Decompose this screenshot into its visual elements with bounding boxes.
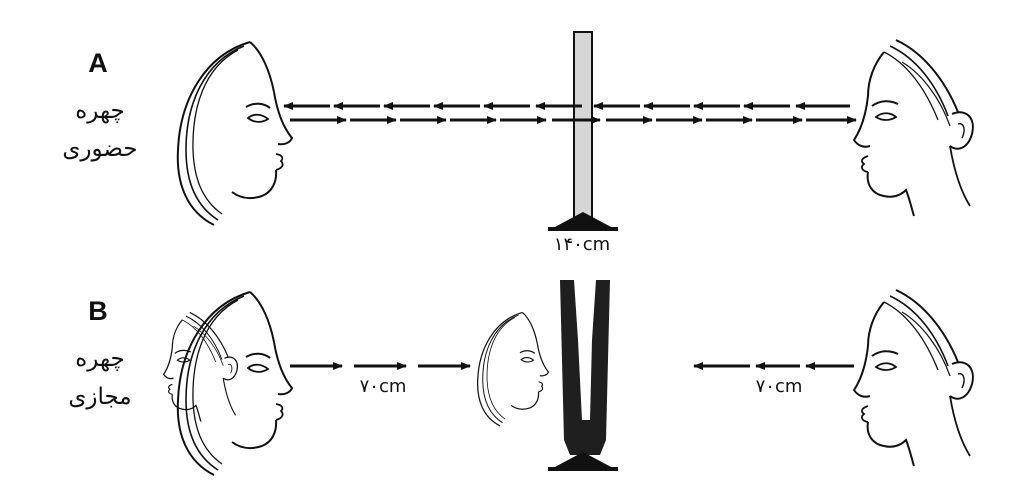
panel-a bbox=[176, 31, 974, 231]
distance-label-b-right: ۷۰cm bbox=[732, 376, 826, 397]
right-observer-face-icon bbox=[853, 39, 974, 217]
virtual-face-right-screen-icon bbox=[477, 311, 550, 427]
partition-screen bbox=[573, 31, 593, 229]
panel-b-line1: چهره bbox=[75, 346, 125, 372]
left-observer-face-icon-b bbox=[176, 291, 293, 476]
distance-label-b-left: ۷۰cm bbox=[336, 376, 430, 397]
panel-b bbox=[163, 280, 974, 476]
distance-label-a: ۱۴۰cm bbox=[530, 234, 634, 255]
panel-b-letter: B bbox=[88, 296, 108, 326]
partition-stand bbox=[553, 212, 613, 228]
panel-a-line2: حضوری bbox=[62, 136, 138, 162]
panel-b-line2: مجازی bbox=[68, 384, 132, 410]
panel-a-line1: چهره bbox=[75, 98, 125, 124]
right-observer-face-icon-b bbox=[853, 289, 974, 467]
monitor-icon bbox=[548, 280, 618, 471]
left-observer-face-icon bbox=[176, 41, 293, 226]
panel-a-letter: A bbox=[88, 48, 108, 78]
